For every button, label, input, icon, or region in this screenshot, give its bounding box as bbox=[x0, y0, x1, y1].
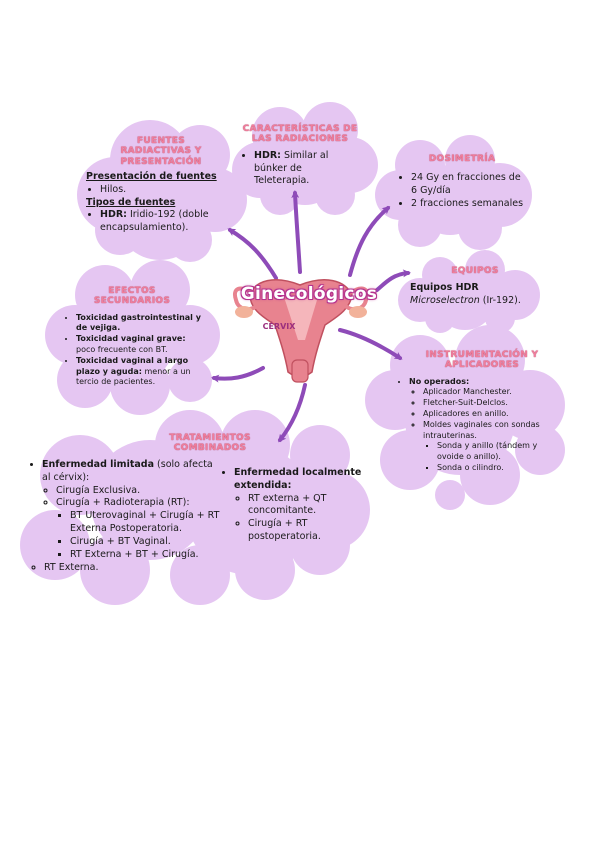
fuentes-sec1: Presentación de fuentes bbox=[86, 171, 217, 183]
tratamientos-right-item-2: Cirugía + RT postoperatoria. bbox=[248, 518, 362, 544]
node-instrumentacion: INSTRUMENTACIÓN Y APLICADORES No operado… bbox=[395, 350, 545, 474]
tratamientos-left-last: RT Externa. bbox=[44, 562, 220, 575]
tratamientos-title: TRATAMIENTOS COMBINADOS bbox=[169, 433, 251, 454]
arrow-to-instrumentacion bbox=[338, 328, 403, 360]
efectos-item-2: Toxicidad vaginal grave: poco frecuente … bbox=[76, 334, 202, 356]
cloud-fuentes bbox=[77, 120, 247, 262]
fuentes-title: FUENTES RADIACTIVAS Y PRESENTACIÓN bbox=[120, 136, 202, 167]
instrumentacion-subitem-2: Sonda o cilindro. bbox=[437, 463, 545, 474]
equipos-line1: Equipos HDR bbox=[410, 282, 479, 294]
efectos-item-1: Toxicidad gastrointestinal y de vejiga. bbox=[76, 313, 202, 335]
equipos-title: EQUIPOS bbox=[451, 266, 499, 276]
node-dosimetria: DOSIMETRÍA 24 Gy en fracciones de 6 Gy/d… bbox=[397, 154, 527, 211]
caracteristicas-item: HDR: Similar al búnker de Teleterapia. bbox=[254, 150, 360, 188]
tratamientos-left-head: Enfermedad limitada (solo afecta al cérv… bbox=[42, 459, 220, 562]
cloud-dosimetria bbox=[375, 135, 532, 250]
fuentes-sec2: Tipos de fuentes bbox=[86, 196, 176, 208]
node-tratamientos-left: Enfermedad limitada (solo afecta al cérv… bbox=[30, 459, 220, 574]
arrow-to-caracteristicas bbox=[291, 190, 302, 274]
node-caracteristicas: CARACTERÍSTICAS DE LAS RADIACIONES HDR: … bbox=[240, 124, 360, 188]
arrow-to-dosimetria bbox=[348, 206, 391, 277]
uterus-illustration bbox=[233, 279, 369, 383]
cloud-instrumentacion bbox=[365, 325, 565, 510]
cloud-caracteristicas bbox=[232, 102, 378, 215]
tratamientos-left-item-2: Cirugía + Radioterapia (RT): BT Uterovag… bbox=[56, 497, 220, 561]
instrumentacion-item-4: Moldes vaginales con sondas intrauterina… bbox=[423, 420, 545, 474]
tratamientos-right-item-1: RT externa + QT concomitante. bbox=[248, 493, 362, 519]
fuentes-item2: HDR: Iridio-192 (doble encapsulamiento). bbox=[100, 209, 236, 235]
arrow-to-tratamientos bbox=[278, 383, 307, 443]
arrow-to-equipos bbox=[375, 269, 411, 292]
node-fuentes: FUENTES RADIACTIVAS Y PRESENTACIÓN Prese… bbox=[86, 136, 236, 235]
fuentes-item1: Hilos. bbox=[100, 184, 236, 197]
dosimetria-item-1: 24 Gy en fracciones de 6 Gy/día bbox=[411, 172, 527, 198]
instrumentacion-item-2: Fletcher-Suit-Delclos. bbox=[423, 398, 545, 409]
cloud-tratamientos bbox=[20, 410, 370, 605]
tratamientos-left-sub-1: BT Uterovaginal + Cirugía + RT Externa P… bbox=[70, 510, 220, 536]
tratamientos-left-item-1: Cirugía Exclusiva. bbox=[56, 485, 220, 498]
tratamientos-right-head: Enfermedad localmente extendida: RT exte… bbox=[234, 467, 362, 544]
node-equipos: EQUIPOS Equipos HDR Microselectron (Ir-1… bbox=[410, 266, 540, 308]
tratamientos-left-sub-2: Cirugía + BT Vaginal. bbox=[70, 536, 220, 549]
cloud-shapes bbox=[20, 102, 565, 605]
caracteristicas-title: CARACTERÍSTICAS DE LAS RADIACIONES bbox=[242, 124, 358, 145]
instrumentacion-subitem-1: Sonda y anillo (tándem y ovoide o anillo… bbox=[437, 441, 545, 463]
efectos-item-3: Toxicidad vaginal a largo plazo y aguda:… bbox=[76, 356, 202, 388]
cloud-efectos bbox=[45, 260, 220, 415]
equipos-line2: Microselectron (Ir-192). bbox=[410, 295, 521, 307]
dosimetria-item-2: 2 fracciones semanales bbox=[411, 198, 527, 211]
tratamientos-left-sub-3: RT Externa + BT + Cirugía. bbox=[70, 549, 220, 562]
instrumentacion-head: No operados: Aplicador Manchester. Fletc… bbox=[409, 377, 545, 474]
center-title: Ginecológicos bbox=[240, 284, 378, 304]
instrumentacion-item-1: Aplicador Manchester. bbox=[423, 387, 545, 398]
instrumentacion-item-3: Aplicadores en anillo. bbox=[423, 409, 545, 420]
node-tratamientos-right: Enfermedad localmente extendida: RT exte… bbox=[222, 467, 362, 544]
cloud-equipos bbox=[398, 250, 540, 333]
node-efectos: EFECTOS SECUNDARIOS Toxicidad gastrointe… bbox=[62, 286, 202, 388]
dosimetria-title: DOSIMETRÍA bbox=[428, 154, 496, 164]
arrow-to-efectos bbox=[211, 366, 265, 383]
efectos-title: EFECTOS SECUNDARIOS bbox=[93, 286, 171, 307]
center-subtitle: CÉRVIX bbox=[262, 322, 296, 331]
instrumentacion-title: INSTRUMENTACIÓN Y APLICADORES bbox=[425, 350, 539, 371]
connector-arrows bbox=[211, 190, 411, 443]
arrow-to-fuentes bbox=[227, 228, 278, 280]
